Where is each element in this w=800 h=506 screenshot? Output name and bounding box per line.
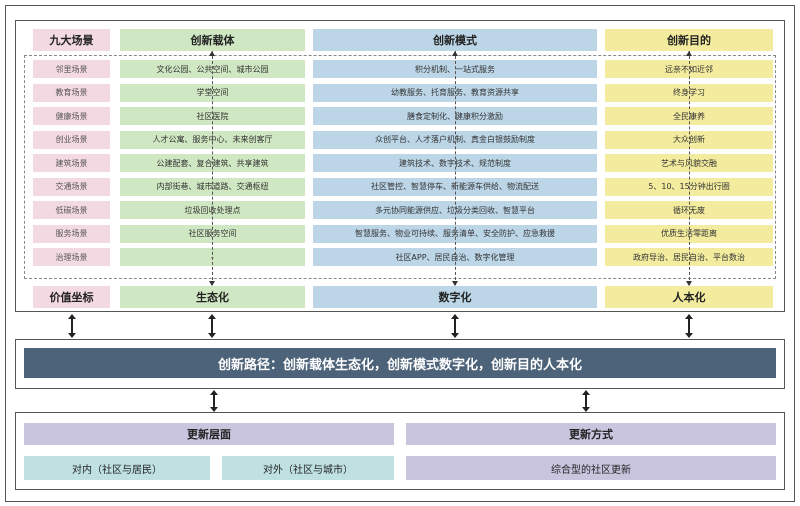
path-band: 创新路径：创新载体生态化，创新模式数字化，创新目的人本化 xyxy=(24,348,776,378)
method-value: 综合型的社区更新 xyxy=(406,456,776,480)
scene-cell: 教育场景 xyxy=(33,83,110,102)
scene-cell: 低碳场景 xyxy=(33,201,110,219)
footer-carrier: 生态化 xyxy=(120,286,305,308)
scene-cell: 邻里场景 xyxy=(33,60,110,78)
connector-carrier xyxy=(212,51,213,285)
arrow-down-goal xyxy=(686,281,692,286)
link-arrow-mode xyxy=(451,314,459,338)
arrow-up-carrier xyxy=(209,51,215,56)
scene-cell: 交通场景 xyxy=(33,177,110,196)
arrow-up-goal xyxy=(686,51,692,56)
link-arrow-goal xyxy=(685,314,693,338)
scene-cell: 建筑场景 xyxy=(33,154,110,172)
method-header: 更新方式 xyxy=(406,423,776,445)
arrow-down-mode xyxy=(452,281,458,286)
header-scenes: 九大场景 xyxy=(33,29,110,51)
link-arrow-carrier xyxy=(208,314,216,338)
scene-cell: 创业场景 xyxy=(33,130,110,149)
link-arrow-level xyxy=(210,390,218,412)
connector-mode xyxy=(455,51,456,285)
scene-cell: 服务场景 xyxy=(33,224,110,243)
arrow-up-mode xyxy=(452,51,458,56)
header-goal: 创新目的 xyxy=(605,29,773,51)
header-mode: 创新模式 xyxy=(313,29,597,51)
rows-dashed-area xyxy=(24,55,776,279)
connector-goal xyxy=(689,51,690,285)
level-outer: 对外（社区与城市） xyxy=(222,456,394,480)
arrow-down-carrier xyxy=(209,281,215,286)
level-header: 更新层面 xyxy=(24,423,394,445)
scene-cell: 治理场景 xyxy=(33,248,110,266)
scene-cell: 健康场景 xyxy=(33,107,110,125)
link-arrow-method xyxy=(582,390,590,412)
level-inner: 对内（社区与居民） xyxy=(24,456,210,480)
link-arrow-scenes xyxy=(68,314,76,338)
header-carrier: 创新载体 xyxy=(120,29,305,51)
footer-scenes: 价值坐标 xyxy=(33,286,110,308)
footer-goal: 人本化 xyxy=(605,286,773,308)
footer-mode: 数字化 xyxy=(313,286,597,308)
